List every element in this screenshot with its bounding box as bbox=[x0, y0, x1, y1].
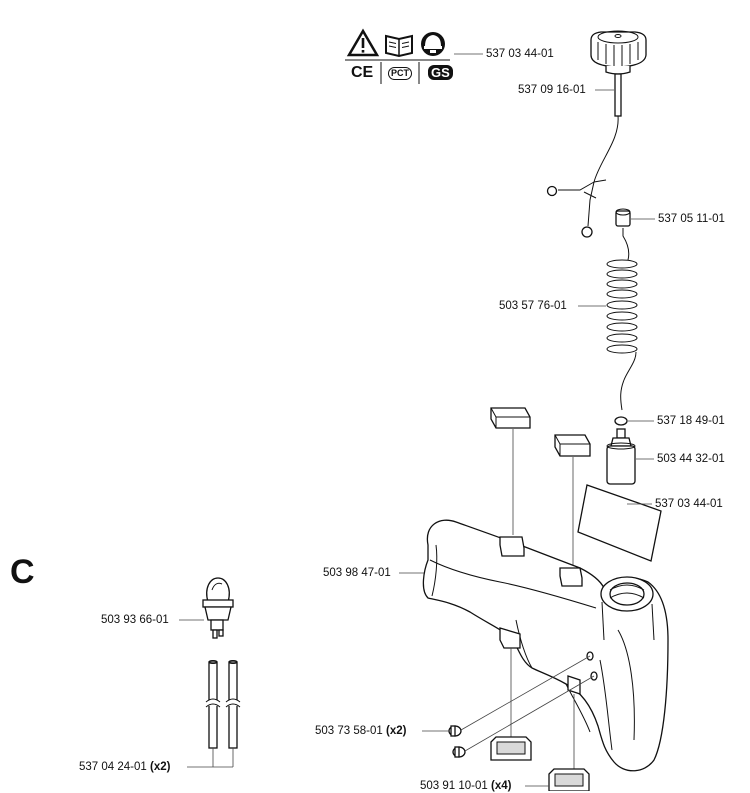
hoses bbox=[205, 660, 241, 749]
pct-mark: PCT bbox=[388, 67, 412, 80]
decal-symbols bbox=[345, 28, 450, 84]
label-screws-part: 503 73 58-01 bbox=[315, 725, 383, 737]
manual-book-icon bbox=[385, 34, 413, 58]
label-dampers: 503 91 10-01 (x4) bbox=[420, 779, 511, 793]
damper-top-left bbox=[490, 407, 531, 429]
o-ring bbox=[614, 416, 628, 426]
label-hoses: 537 04 24-01 (x2) bbox=[79, 760, 170, 774]
fuel-cap bbox=[590, 30, 647, 183]
label-warning-decal: 537 03 44-01 bbox=[655, 498, 723, 510]
gs-mark: GS bbox=[428, 65, 453, 80]
label-fuel-filter: 503 44 32-01 bbox=[657, 453, 725, 465]
cap-strap bbox=[546, 179, 607, 238]
label-hoses-part: 537 04 24-01 bbox=[79, 761, 147, 773]
section-letter: C bbox=[10, 553, 35, 591]
label-hoses-qty: (x2) bbox=[150, 761, 171, 773]
damper-bottom-left bbox=[490, 736, 532, 761]
primer-bulb bbox=[202, 577, 234, 639]
label-dampers-qty: (x4) bbox=[491, 780, 512, 792]
label-screws: 503 73 58-01 (x2) bbox=[315, 724, 406, 738]
label-fuel-cap: 537 09 16-01 bbox=[518, 84, 586, 96]
label-decal-set: 537 03 44-01 bbox=[486, 48, 554, 60]
label-dampers-part: 503 91 10-01 bbox=[420, 780, 488, 792]
screws bbox=[448, 725, 466, 758]
grommet bbox=[615, 208, 631, 227]
label-grommet: 537 05 11-01 bbox=[658, 213, 725, 225]
warning-decal bbox=[577, 484, 662, 562]
damper-bottom-right bbox=[548, 768, 590, 791]
damper-top-right bbox=[554, 434, 591, 457]
helmet-icon bbox=[421, 32, 445, 56]
label-fuel-tank: 503 98 47-01 bbox=[323, 567, 391, 579]
fuel-hose-coil bbox=[606, 228, 638, 411]
fuel-filter bbox=[606, 428, 636, 485]
fuel-tank bbox=[422, 519, 669, 772]
warning-triangle-icon bbox=[346, 28, 380, 57]
ce-mark: CE bbox=[351, 64, 374, 81]
label-o-ring: 537 18 49-01 bbox=[657, 415, 725, 427]
label-screws-qty: (x2) bbox=[386, 725, 407, 737]
label-primer-bulb: 503 93 66-01 bbox=[101, 614, 169, 626]
label-fuel-hose: 503 57 76-01 bbox=[499, 300, 567, 312]
